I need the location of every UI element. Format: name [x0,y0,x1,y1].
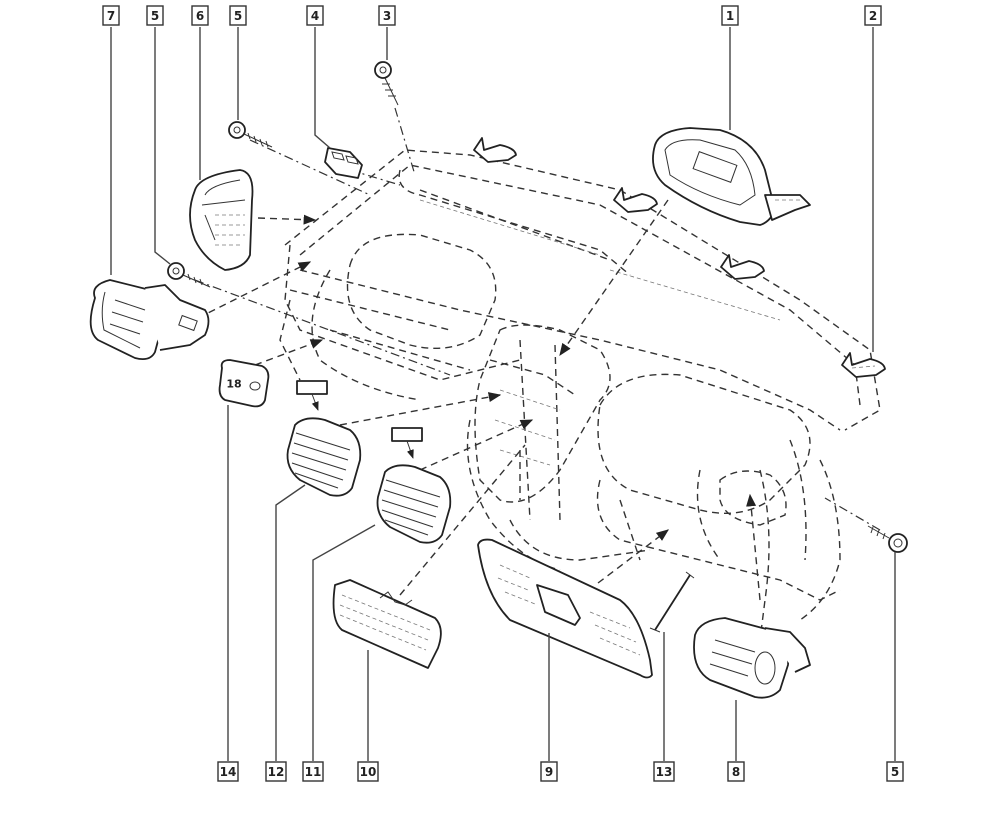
part-lower-trim-panel[interactable] [332,579,442,669]
callout-1: 1 [721,5,739,130]
callout-box [721,5,739,26]
callout-11: 11 [302,524,376,782]
part-clip-3 [720,254,765,280]
callout-box [727,761,745,782]
callout-10: 10 [357,650,379,782]
callout-12: 12 [265,484,306,782]
leader-line [154,27,171,265]
callout-number: 5 [891,765,899,779]
leader-line [314,27,331,149]
callout-box [217,761,239,782]
part-screw-top[interactable] [374,61,399,106]
callout-box [540,761,558,782]
callout-2: 2 [864,5,882,352]
part-side-trim-panel[interactable] [189,169,254,271]
part-center-air-vent-left[interactable] [286,380,362,497]
callout-box [357,761,379,782]
callout-8: 8 [727,700,745,782]
dashboard-outline [279,149,881,641]
part-switch-panel[interactable]: 18 [218,359,270,408]
callout-number: 5 [234,9,242,23]
part-glovebox-strut[interactable] [649,571,695,633]
callout-number: 10 [360,765,377,779]
part-screw-left[interactable] [167,262,211,288]
part-clip-1 [473,137,517,163]
callout-number: 3 [383,9,391,23]
callout-13: 13 [653,632,675,782]
callout-6: 6 [191,5,209,180]
part-center-air-vent-right[interactable] [376,427,452,544]
callout-box [265,761,287,782]
callout-box [191,5,209,26]
assembly-lines [194,107,881,601]
callout-number: 5 [151,9,159,23]
callout-9: 9 [540,633,558,782]
callout-number: 6 [196,9,204,23]
callout-number: 1 [726,9,734,23]
svg-text:18: 18 [226,378,241,391]
callout-4: 4 [306,5,331,149]
callout-box [653,761,675,782]
part-mounting-clip[interactable] [841,352,886,378]
part-glovebox-lid[interactable] [477,538,653,679]
callout-number: 14 [220,765,237,779]
leader-line [275,484,306,761]
callout-box [102,5,120,26]
callout-number: 11 [305,765,322,779]
part-right-air-vent[interactable] [693,617,811,699]
part-instrument-cluster[interactable] [652,127,811,226]
part-switch[interactable] [324,147,363,179]
callout-number: 4 [311,9,319,23]
callout-number: 2 [869,9,877,23]
callout-number: 12 [268,765,285,779]
callout-7: 7 [102,5,120,275]
callout-box [378,5,396,26]
callout-number: 9 [545,765,553,779]
part-screw-right[interactable] [867,525,908,553]
leader-line [312,524,376,761]
callout-box [302,761,324,782]
part-left-air-vent[interactable] [89,279,210,361]
callout-14: 14 [217,405,239,782]
callout-number: 8 [732,765,740,779]
callout-number: 7 [107,9,115,23]
callout-3: 3 [378,5,396,60]
callout-box [306,5,324,26]
callout-number: 13 [656,765,673,779]
part-screw-upper[interactable] [228,121,273,148]
callout-box [886,761,904,782]
callout-box [229,5,247,26]
callout-5: 5 [146,5,171,265]
callout-box [864,5,882,26]
callout-5: 5 [886,552,904,782]
callout-box [146,5,164,26]
part-clip-2 [613,187,658,213]
callout-5: 5 [229,5,247,120]
